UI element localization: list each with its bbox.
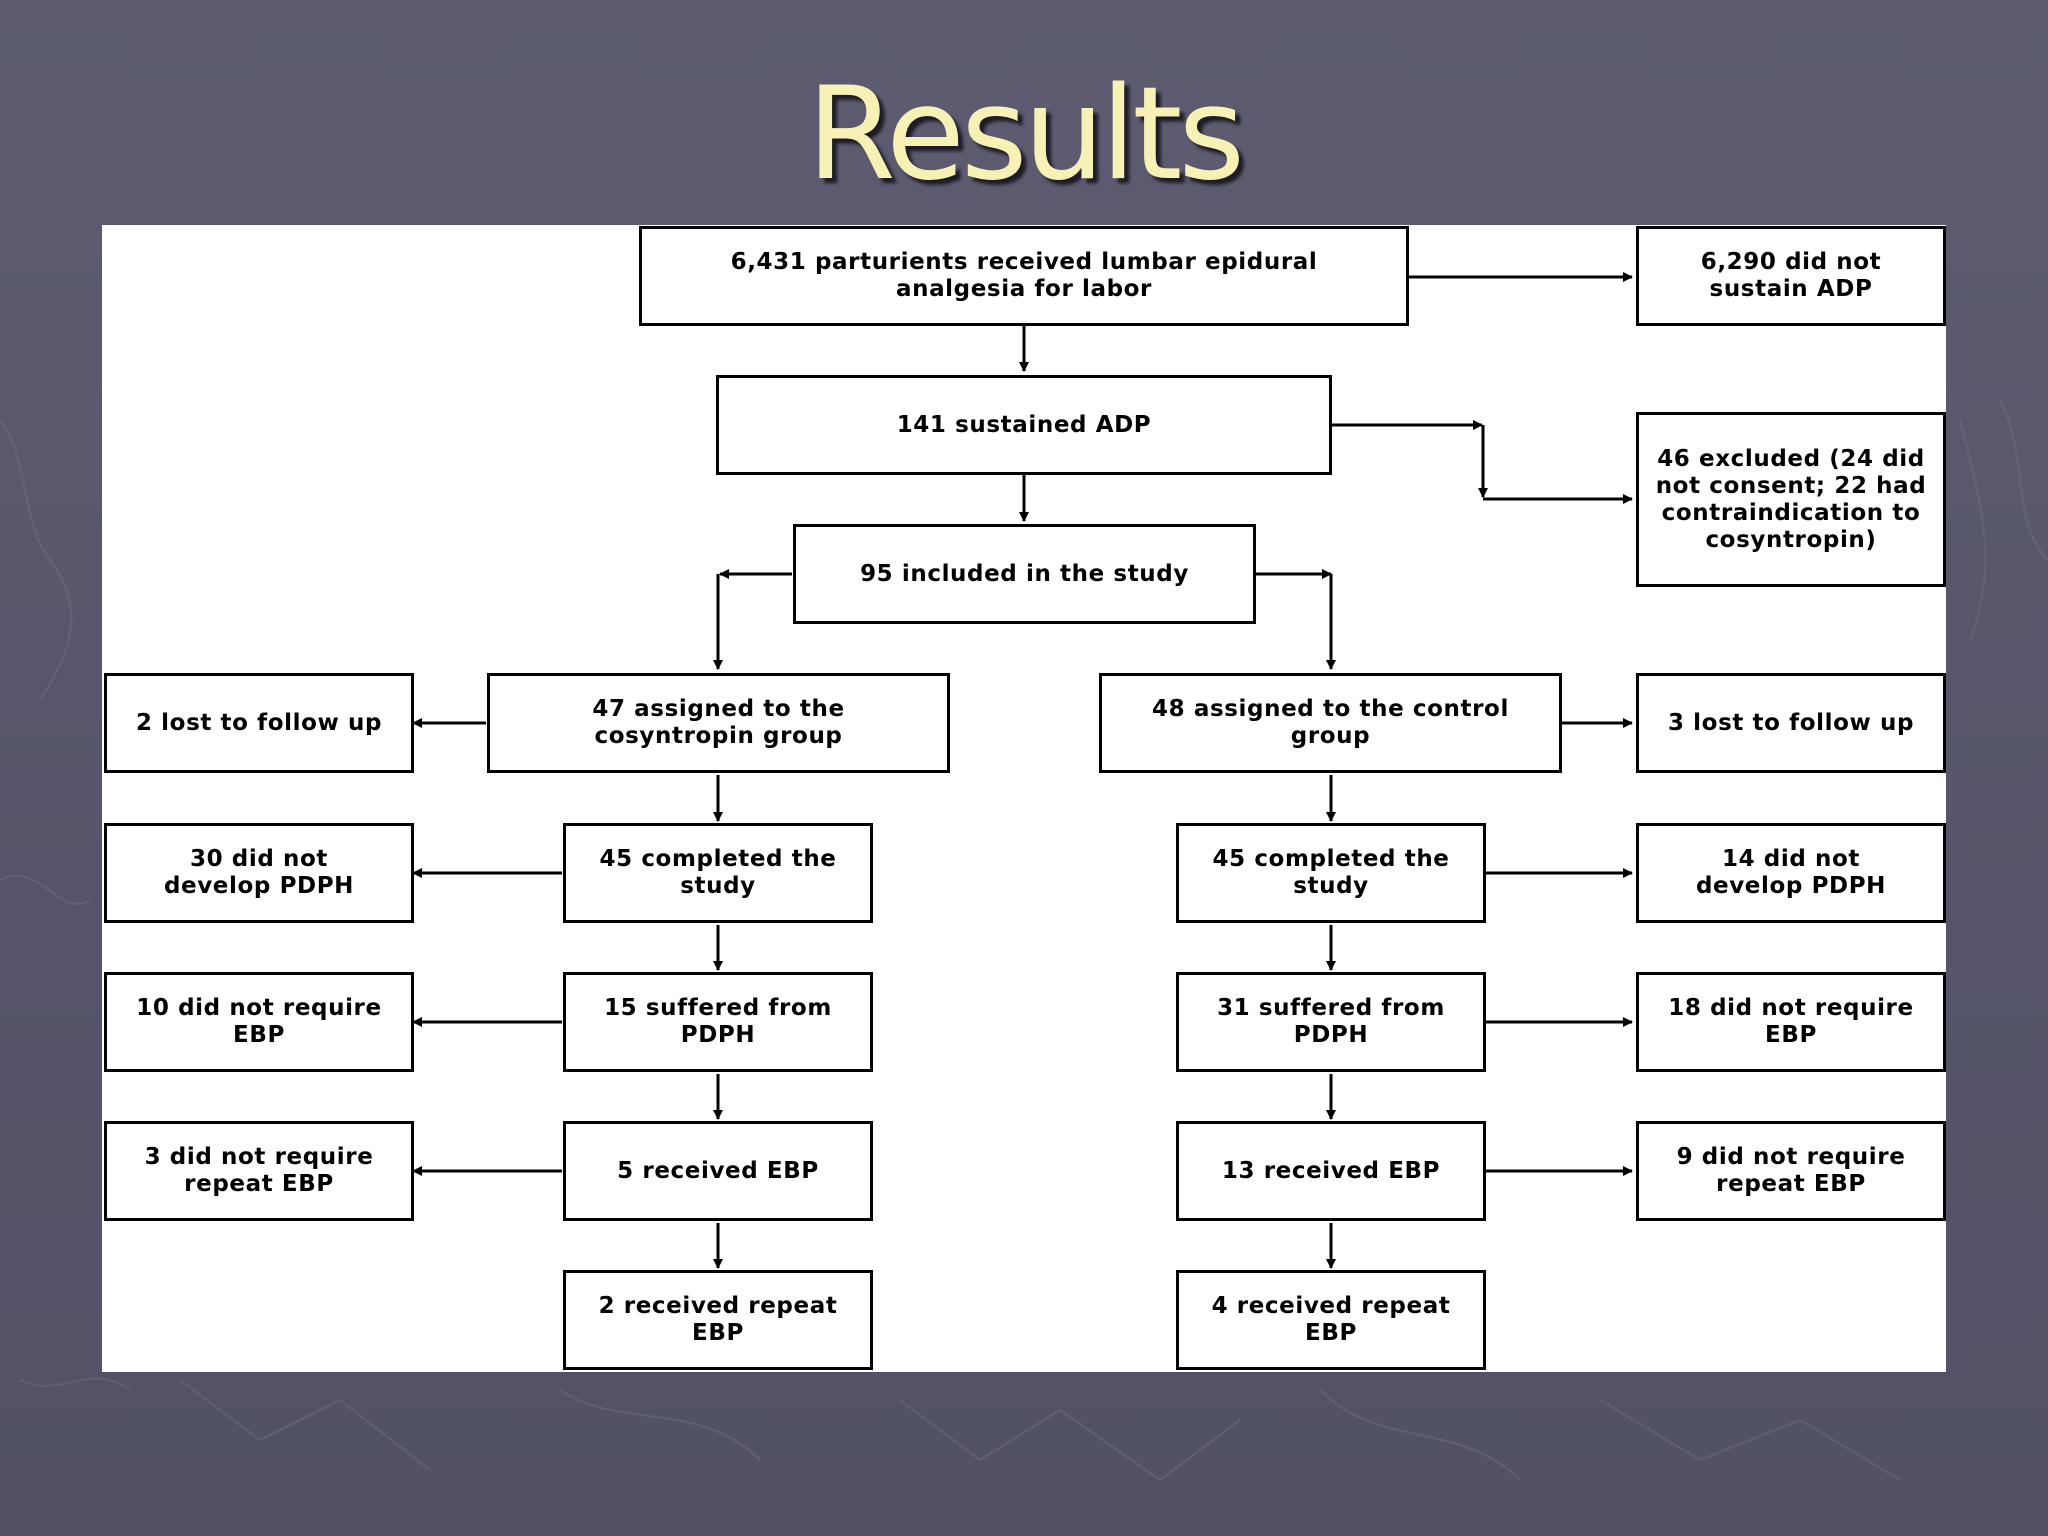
slide-title: Results <box>806 60 1245 209</box>
node-included: 95 included in the study <box>793 524 1256 624</box>
node-cos-completed: 45 completed the study <box>563 823 873 923</box>
node-enrolled: 6,431 parturients received lumbar epidur… <box>639 226 1409 326</box>
node-cos-no-pdph: 30 did not develop PDPH <box>104 823 414 923</box>
flowchart-panel: 6,431 parturients received lumbar epidur… <box>102 225 1946 1372</box>
node-ctl-lost: 3 lost to follow up <box>1636 673 1946 773</box>
node-ctl-no-pdph: 14 did not develop PDPH <box>1636 823 1946 923</box>
node-cos-ebp: 5 received EBP <box>563 1121 873 1221</box>
node-ctl-assigned: 48 assigned to the control group <box>1099 673 1562 773</box>
node-ctl-pdph: 31 suffered from PDPH <box>1176 972 1486 1072</box>
node-sustained: 141 sustained ADP <box>716 375 1332 475</box>
node-ctl-no-ebp: 18 did not require EBP <box>1636 972 1946 1072</box>
node-excluded: 46 excluded (24 did not consent; 22 had … <box>1636 412 1946 587</box>
node-cos-no-ebp: 10 did not require EBP <box>104 972 414 1072</box>
node-cos-no-repeat: 3 did not require repeat EBP <box>104 1121 414 1221</box>
node-cos-assigned: 47 assigned to the cosyntropin group <box>487 673 950 773</box>
node-no-adp: 6,290 did not sustain ADP <box>1636 226 1946 326</box>
node-ctl-completed: 45 completed the study <box>1176 823 1486 923</box>
node-cos-lost: 2 lost to follow up <box>104 673 414 773</box>
flowchart-connectors <box>412 272 1633 1269</box>
node-ctl-ebp: 13 received EBP <box>1176 1121 1486 1221</box>
node-cos-pdph: 15 suffered from PDPH <box>563 972 873 1072</box>
node-cos-repeat: 2 received repeat EBP <box>563 1270 873 1370</box>
node-ctl-no-repeat: 9 did not require repeat EBP <box>1636 1121 1946 1221</box>
node-ctl-repeat: 4 received repeat EBP <box>1176 1270 1486 1370</box>
